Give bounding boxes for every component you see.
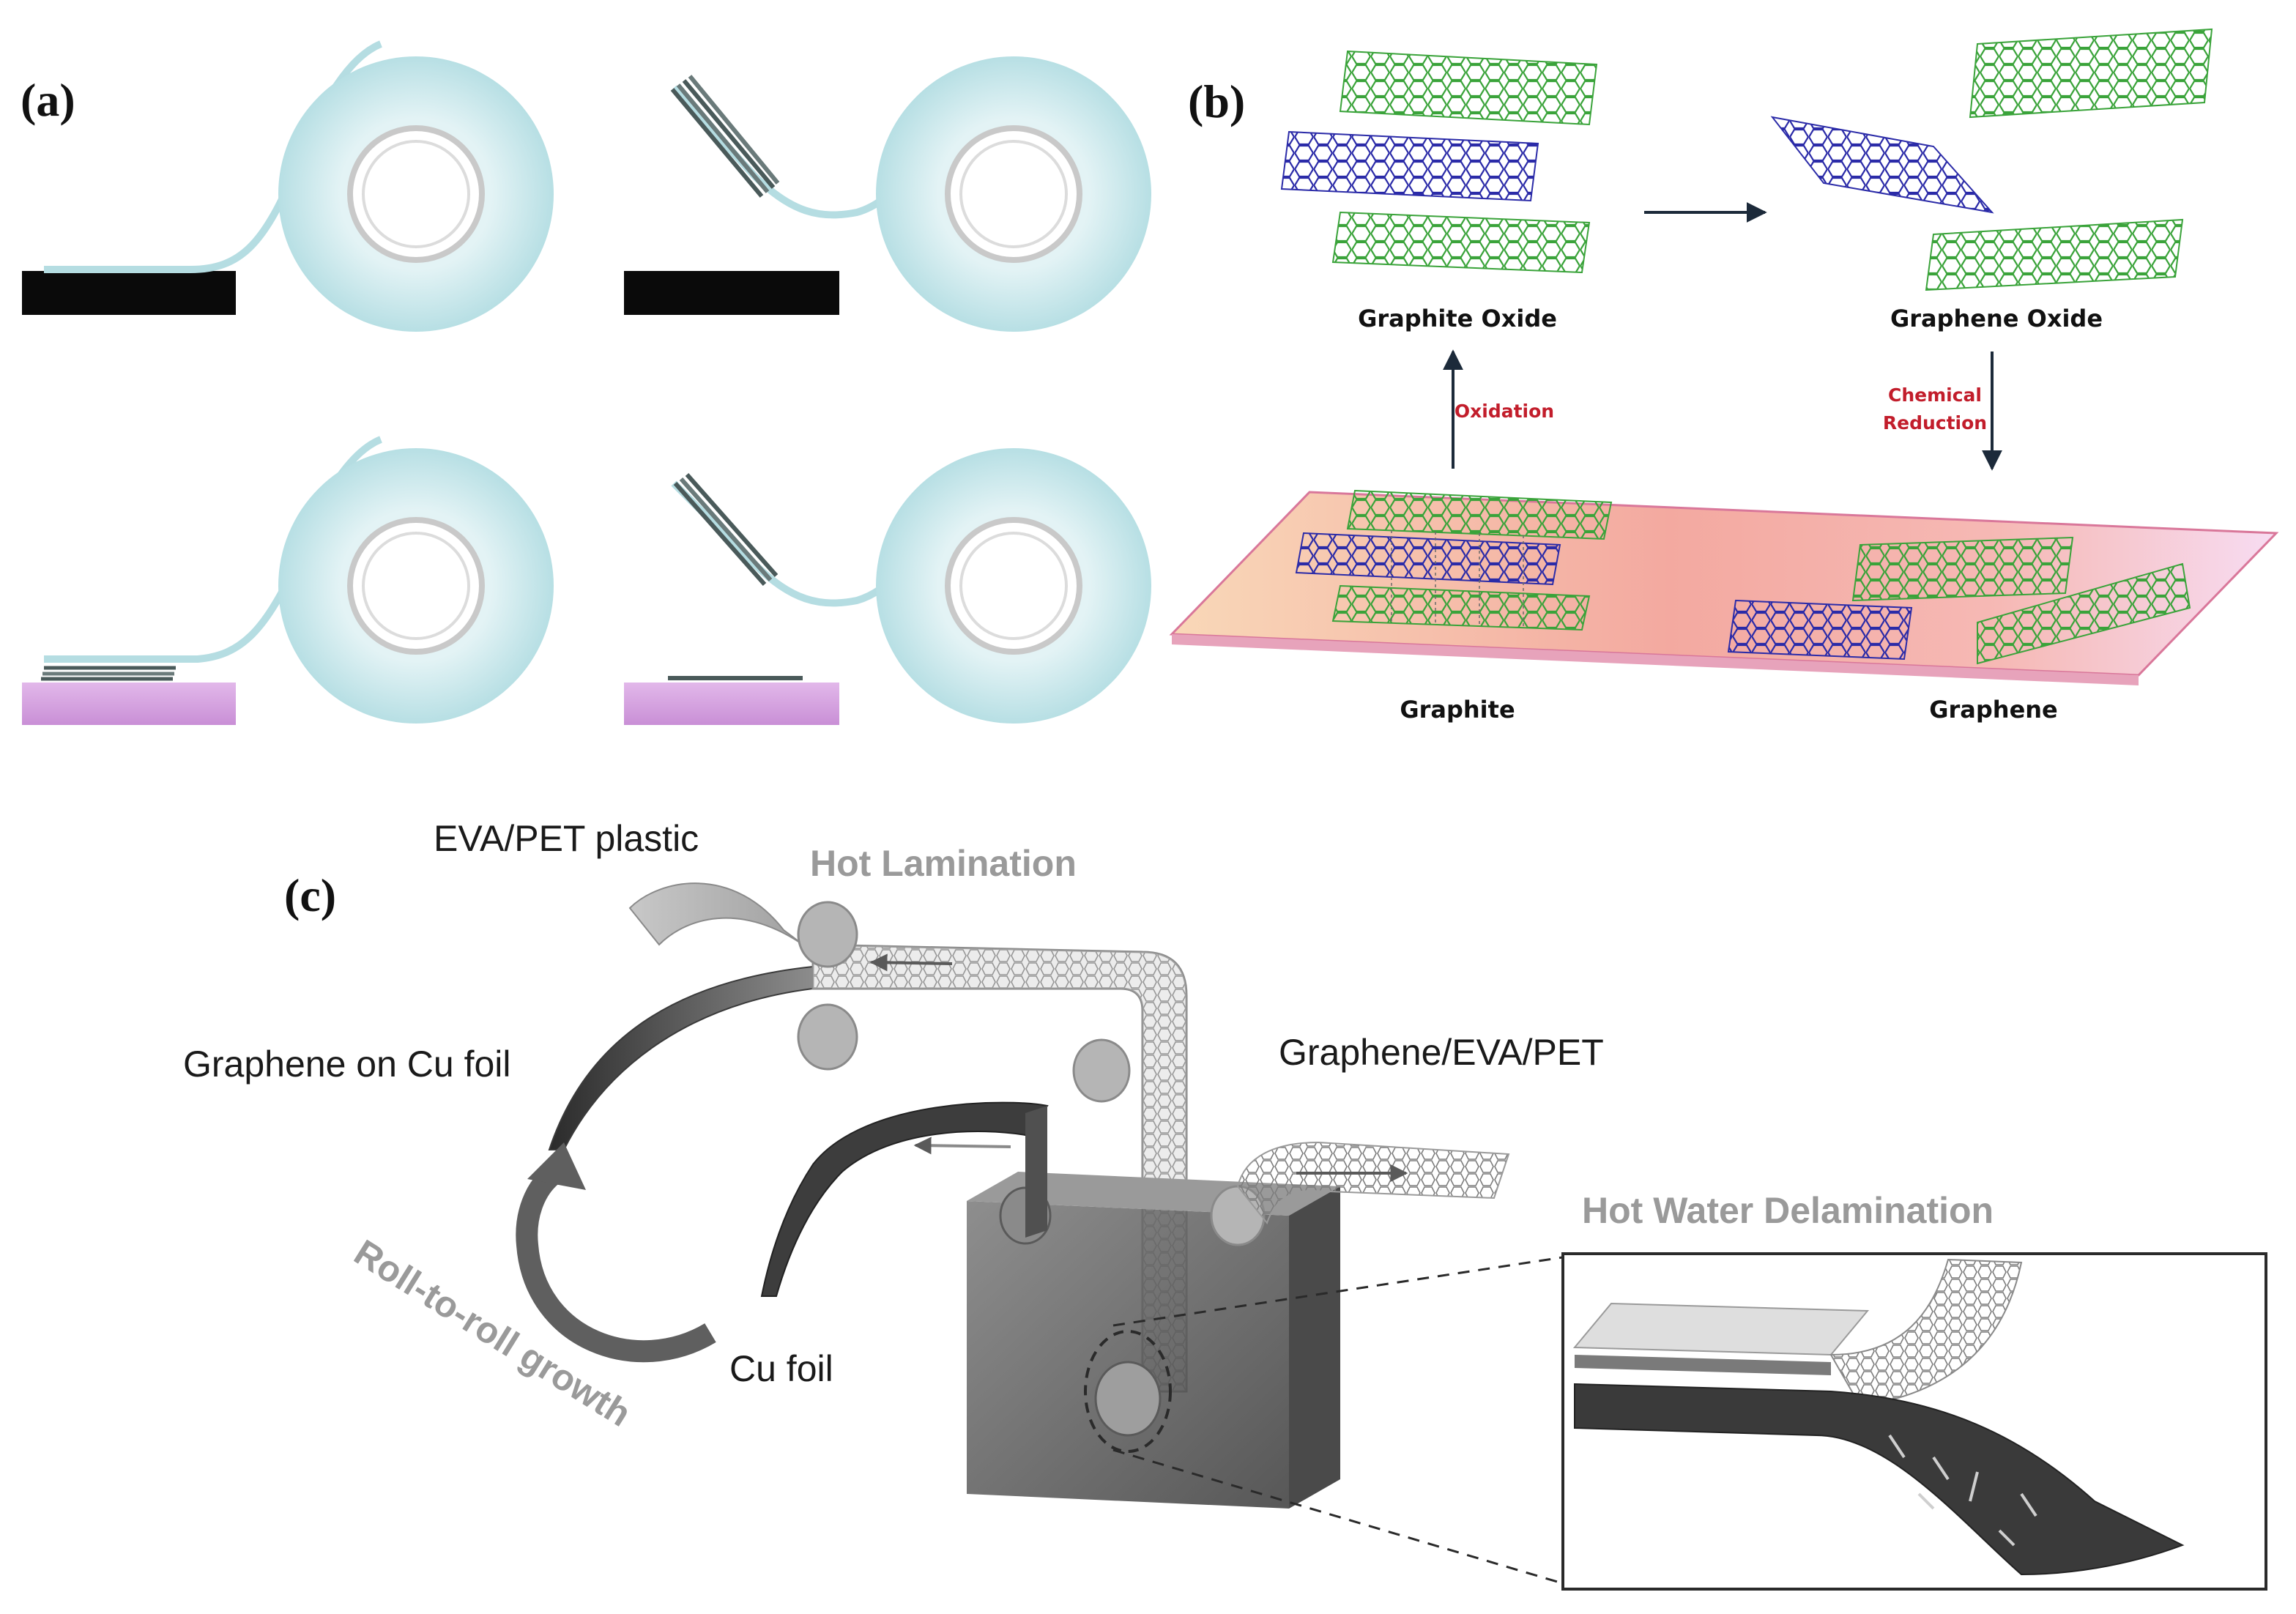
cu-foil-direction-arrow (913, 1137, 1011, 1155)
graphite-flakes-2 (670, 75, 780, 198)
graphene-oxide-sheets (1770, 28, 2213, 291)
chemical-label: Chemical (1888, 384, 1982, 406)
panel-c: (c) EVA/PET plastic Hot Lamination Graph… (183, 818, 2267, 1591)
roller-top (797, 901, 858, 968)
lamination-direction-arrow (869, 953, 953, 972)
roller-bottom (797, 1003, 858, 1071)
graphene-eva-pet-output (1236, 1141, 1510, 1225)
cu-foil-return (760, 1101, 1049, 1297)
zoom-line-bottom (1112, 1448, 1568, 1586)
graphene-label: Graphene (1929, 696, 2058, 724)
roller-corner (1072, 1038, 1131, 1103)
panel-b: (b) Graphite Oxide Graphene Oxide Oxidat… (1169, 28, 2279, 724)
graphite-sheet-middle (1295, 532, 1561, 586)
graphite-oxide-label: Graphite Oxide (1358, 305, 1557, 332)
go-sheet-bottom (1331, 211, 1591, 274)
roll-to-roll-arrowhead (527, 1142, 586, 1190)
tank-front (967, 1201, 1289, 1509)
grox-sheet-top (1969, 28, 2213, 119)
tape-step-4 (624, 448, 1151, 725)
substrate-4 (624, 683, 839, 725)
hot-lamination-label: Hot Lamination (810, 843, 1077, 884)
tape-step-1 (22, 40, 554, 332)
roll-to-roll-curve (516, 1162, 716, 1363)
graphene-sheet-2 (1727, 599, 1913, 661)
zoom-line-top (1112, 1255, 1568, 1327)
graphene-on-cu-label: Graphene on Cu foil (183, 1044, 511, 1085)
go-sheet-middle (1280, 130, 1539, 202)
graphene-eva-pet-label: Graphene/EVA/PET (1279, 1032, 1604, 1073)
eva-pet-plastic-label: EVA/PET plastic (434, 818, 699, 859)
lamination-rollers (797, 901, 1131, 1103)
graphite-flakes-3 (41, 666, 176, 681)
tape-step-2 (624, 56, 1151, 332)
graphene-cu-sheet (548, 965, 814, 1150)
panel-b-label: (b) (1188, 75, 1245, 127)
hot-water-delamination-label: Hot Water Delamination (1582, 1190, 1994, 1231)
inset-cu-foil (1574, 1383, 2185, 1576)
graphene-sheet-1 (1851, 536, 2074, 602)
oxidation-label: Oxidation (1454, 401, 1554, 422)
graphite-block-1 (22, 271, 236, 315)
water-tank (967, 1172, 1340, 1509)
tank-roller (1094, 1361, 1162, 1437)
eva-pet-sheet (628, 882, 814, 953)
panel-a: (a) (21, 40, 1151, 725)
graphite-flakes-4 (673, 473, 779, 586)
inset-water-molecules (1888, 1434, 2037, 1547)
go-sheet-top (1339, 50, 1598, 126)
tape-step-3 (22, 436, 554, 725)
panel-c-label: (c) (284, 869, 336, 921)
graphite-sheet-top (1346, 489, 1613, 540)
delamination-inset (1561, 1252, 2267, 1591)
graphite-stack (1295, 489, 1613, 631)
tank-side (1289, 1186, 1340, 1509)
graphite-sheet-bottom (1331, 584, 1591, 631)
substrate-3 (22, 683, 236, 725)
graphene-sheet-3 (1977, 562, 2191, 665)
graphite-label: Graphite (1400, 696, 1515, 724)
graphene-oxide-label: Graphene Oxide (1890, 305, 2103, 332)
cu-foil-label: Cu foil (729, 1348, 833, 1389)
grox-sheet-bottom (1925, 218, 2184, 291)
graphite-block-2 (624, 271, 839, 315)
grox-sheet-blue (1770, 116, 1994, 214)
inset-peeling-graphene (1829, 1258, 2023, 1407)
inset-eva-layer (1572, 1302, 1870, 1356)
zoom-circle (1084, 1330, 1172, 1453)
reduction-label: Reduction (1883, 412, 1987, 434)
graphite-oxide-stack (1280, 50, 1598, 274)
graphene-sheets (1727, 536, 2191, 665)
panel-a-label: (a) (21, 74, 75, 126)
